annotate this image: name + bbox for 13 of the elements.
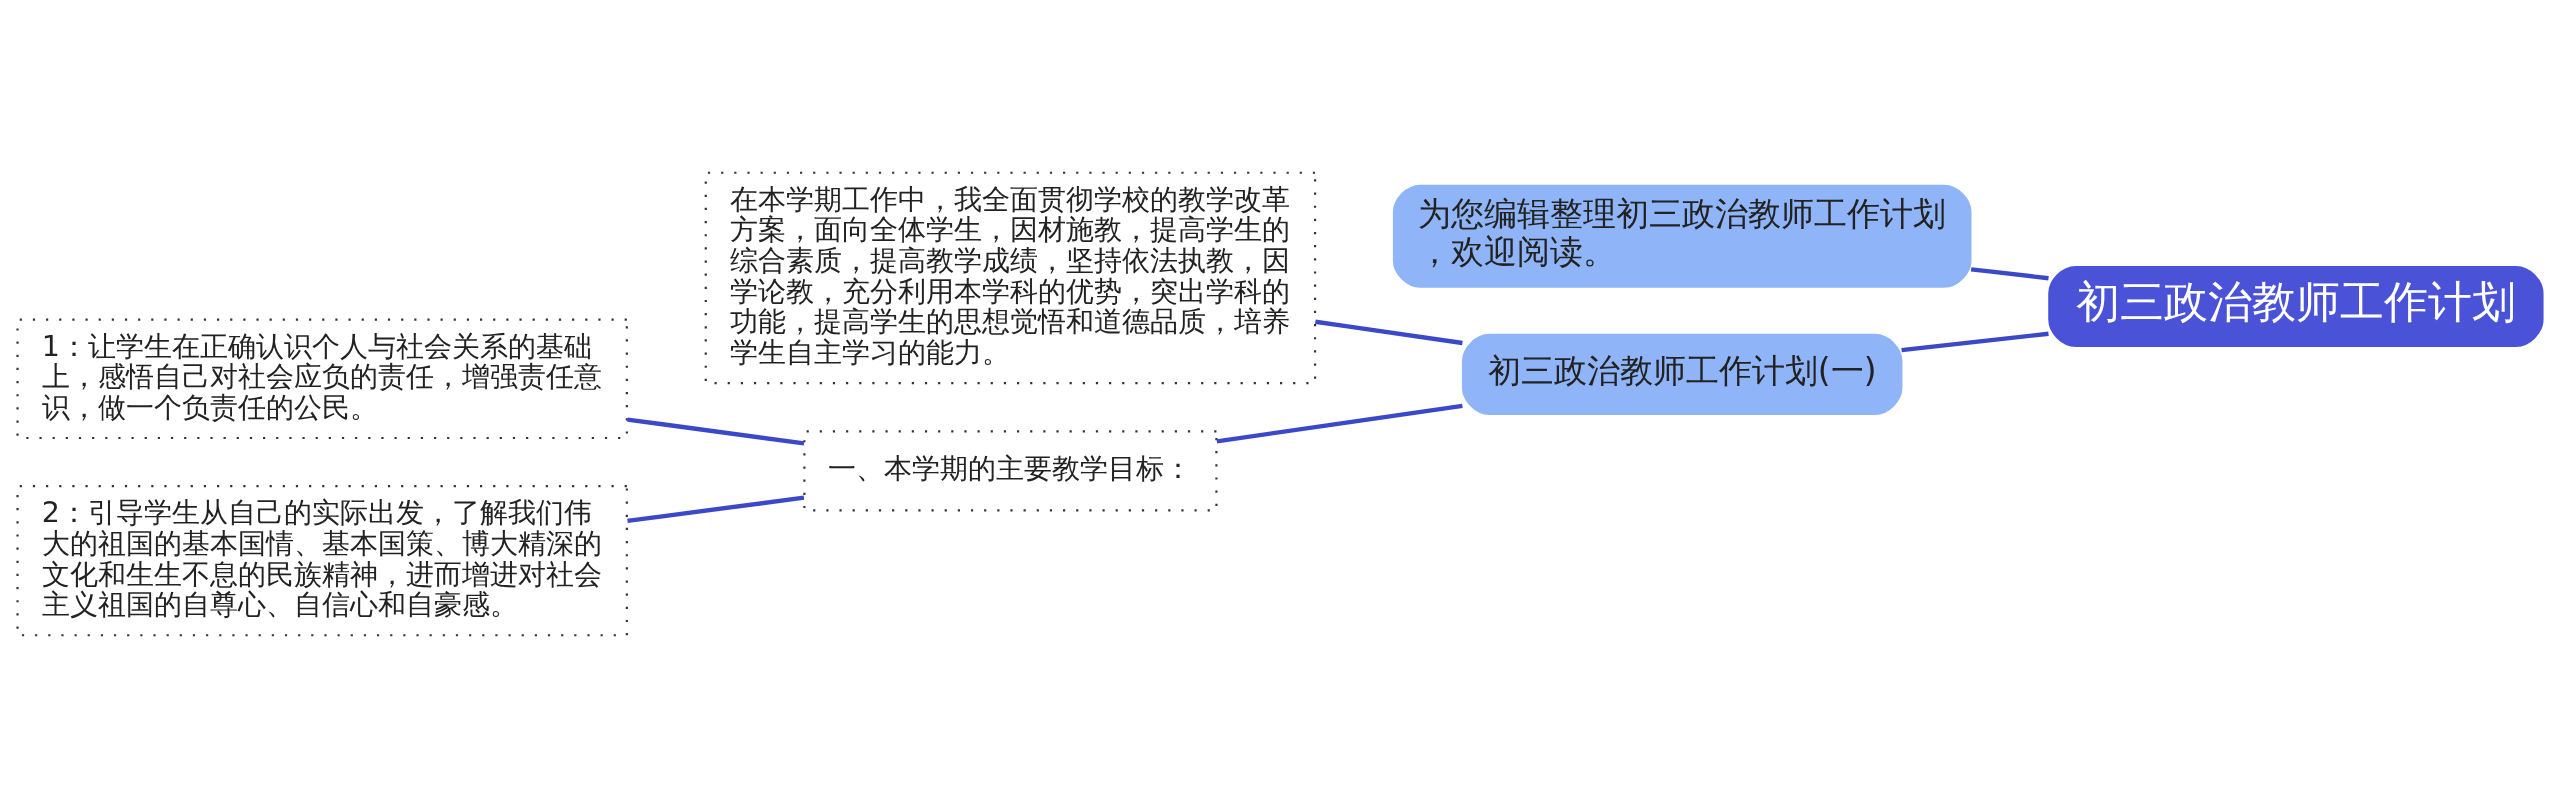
node-box: 初三政治教师工作计划(一) (1461, 333, 1903, 415)
connector (1315, 319, 1463, 345)
node-box: 一、本学期的主要教学目标： (803, 429, 1218, 511)
connector (1970, 266, 2049, 280)
connector (1216, 403, 1463, 443)
node-box: 初三政治教师工作计划 (2048, 265, 2544, 347)
node-box: 1：让学生在正确认识个人与社会关系的基础上，感悟自己对社会应负的责任，增强责任意识，做一个负责任的公民。 (16, 318, 628, 439)
node-box: 为您编辑整理初三政治教师工作计划，欢迎阅读。 (1392, 184, 1972, 288)
node-box: 在本学期工作中，我全面贯彻学校的教学改革方案，面向全体学生，因材施教，提高学生的综合素质，提高教学成绩，坚持依法执教，因学论教，充分利用本学科的优势，突出学科的功能，提高学生的思想觉悟和道德品质，培养学生自主学习的能力。 (704, 171, 1317, 384)
connector (627, 495, 805, 523)
connector (627, 416, 805, 446)
node-box: 2：引导学生从自己的实际出发，了解我们伟大的祖国的基本国情、基本国策、博大精深的文化和生生不息的民族精神，进而增进对社会主义祖国的自尊心、自信心和自豪感。 (16, 484, 628, 636)
connector (1901, 331, 2049, 352)
